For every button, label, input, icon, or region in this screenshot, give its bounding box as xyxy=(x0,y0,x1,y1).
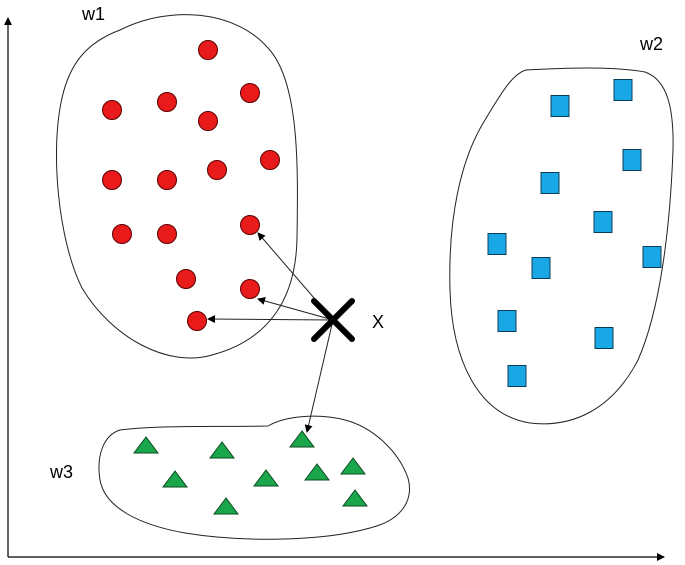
w1-circle-point-10 xyxy=(157,224,177,244)
w3-triangle-point-8 xyxy=(342,489,368,507)
w3-triangle-point-1 xyxy=(209,441,235,459)
w1-circle-point-4 xyxy=(198,111,218,131)
label-w2: w2 xyxy=(639,34,663,54)
class-w3-markers xyxy=(133,430,368,515)
w1-circle-point-7 xyxy=(207,160,227,180)
w3-triangle-point-2 xyxy=(289,430,315,448)
w2-square-point-10 xyxy=(507,365,527,387)
w1-circle-point-2 xyxy=(157,92,177,112)
w1-circle-point-8 xyxy=(260,150,280,170)
w2-square-point-1 xyxy=(613,79,633,101)
w1-circle-point-9 xyxy=(112,224,132,244)
w1-circle-point-11 xyxy=(240,215,260,235)
w1-circle-point-12 xyxy=(176,269,196,289)
label-w3: w3 xyxy=(49,462,73,482)
w2-square-point-7 xyxy=(642,246,662,268)
w1-circle-point-14 xyxy=(187,311,207,331)
cluster-outline-w3 xyxy=(98,415,410,540)
nearest-neighbor-arrows xyxy=(207,232,334,433)
nearest-neighbor-arrow-3 xyxy=(304,319,334,433)
cluster-outline-w1 xyxy=(56,14,298,359)
w1-circle-point-6 xyxy=(157,170,177,190)
w1-circle-point-0 xyxy=(198,40,218,60)
w2-square-point-0 xyxy=(550,95,570,117)
cluster-outline-w2 xyxy=(449,67,674,425)
w2-square-point-5 xyxy=(487,233,507,255)
w1-circle-point-1 xyxy=(102,100,122,120)
w3-triangle-point-6 xyxy=(340,457,366,475)
class-w2-markers xyxy=(487,79,662,387)
w3-triangle-point-4 xyxy=(253,469,279,487)
nearest-neighbor-arrow-1 xyxy=(257,297,334,321)
nearest-neighbor-arrow-2 xyxy=(207,315,334,324)
w2-square-point-9 xyxy=(594,327,614,349)
label-w1: w1 xyxy=(81,4,105,24)
w3-triangle-point-3 xyxy=(162,470,188,488)
w1-circle-point-5 xyxy=(102,170,122,190)
w2-square-point-3 xyxy=(622,149,642,171)
class-w1-markers xyxy=(102,40,280,331)
query-point-x-icon xyxy=(311,298,355,342)
w2-square-point-4 xyxy=(593,211,613,233)
w3-triangle-point-5 xyxy=(304,463,330,481)
w2-square-point-2 xyxy=(540,172,560,194)
w2-square-point-6 xyxy=(531,257,551,279)
w3-triangle-point-0 xyxy=(133,436,159,454)
w1-circle-point-13 xyxy=(240,279,260,299)
w1-circle-point-3 xyxy=(240,83,260,103)
label-query: X xyxy=(372,312,384,332)
w3-triangle-point-7 xyxy=(213,497,239,515)
w2-square-point-8 xyxy=(497,310,517,332)
